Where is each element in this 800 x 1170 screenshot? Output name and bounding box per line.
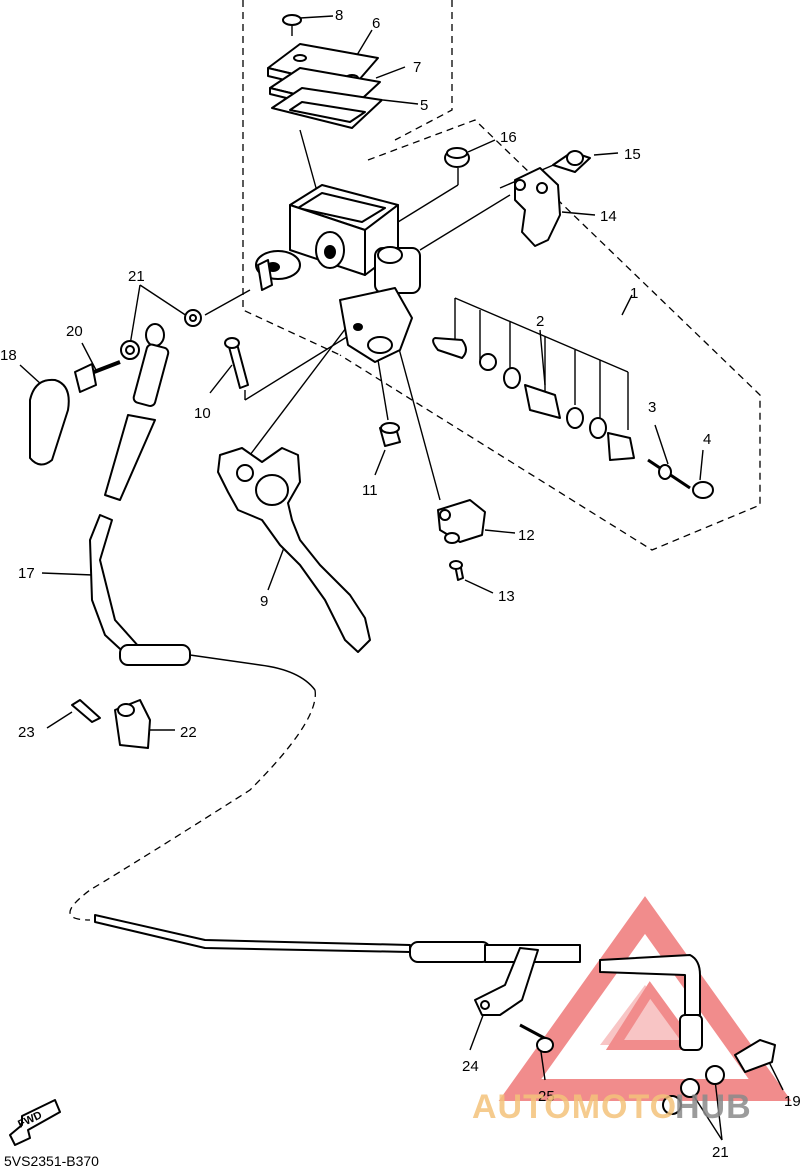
- bracket-22: [114, 699, 151, 749]
- figure-code: 5VS2351-B370: [4, 1153, 99, 1169]
- nut-11: [379, 422, 401, 447]
- reservoir-plug-16: [444, 147, 470, 168]
- part-label-1: 1: [630, 285, 638, 302]
- part-label-21-bottom: 21: [712, 1144, 729, 1161]
- part-labels: 1 2 3 4 5 6 7 8 9 10 11 12 13 14 15 16 1…: [0, 7, 800, 1161]
- washers-21-bottom: [662, 1065, 725, 1115]
- part-label-14: 14: [600, 208, 617, 225]
- part-label-15: 15: [624, 146, 641, 163]
- part-label-10: 10: [194, 405, 211, 422]
- part-label-13: 13: [498, 588, 515, 605]
- part-label-12: 12: [518, 527, 535, 544]
- watermark-logo: [498, 896, 792, 1101]
- assembly-outlines: [19, 0, 784, 1141]
- bolt-25: [519, 1023, 554, 1053]
- part-label-16: 16: [500, 129, 517, 146]
- push-rod-3: [647, 458, 691, 490]
- diaphragm-5: [271, 87, 383, 129]
- part-label-4: 4: [703, 431, 711, 448]
- switch-12: [437, 499, 486, 544]
- part-label-9: 9: [260, 593, 268, 610]
- holder-14: [514, 167, 561, 247]
- watermark-text-right: HUB: [675, 1088, 752, 1126]
- part-label-6: 6: [372, 15, 380, 32]
- part-label-11: 11: [362, 482, 378, 499]
- part-label-2: 2: [536, 313, 544, 330]
- screw-13: [449, 560, 464, 581]
- piston-kit-2: [432, 337, 635, 461]
- part-label-18: 18: [0, 347, 17, 364]
- cap-screw-8: [282, 14, 302, 36]
- hose-17: [89, 323, 191, 666]
- bolt-23: [71, 699, 101, 723]
- part-label-23: 23: [18, 724, 35, 741]
- part-label-21-top: 21: [128, 268, 145, 285]
- union-bolt-19: [734, 1039, 776, 1073]
- part-label-5: 5: [420, 97, 428, 114]
- pivot-bolt-10: [224, 337, 249, 389]
- part-label-22: 22: [180, 724, 197, 741]
- lever-9: [217, 447, 371, 653]
- fwd-arrow-icon: [9, 1099, 61, 1146]
- part-label-19: 19: [784, 1093, 800, 1110]
- clutch-cable: [69, 654, 703, 1051]
- part-label-3: 3: [648, 399, 656, 416]
- part-label-7: 7: [413, 59, 421, 76]
- bracket-24: [474, 947, 539, 1016]
- boot-4: [692, 481, 714, 499]
- part-label-20: 20: [66, 323, 83, 340]
- union-bolt-20: [74, 360, 121, 393]
- watermark-text-left: AUTOMOTO: [472, 1088, 677, 1126]
- part-label-8: 8: [335, 7, 343, 24]
- part-label-17: 17: [18, 565, 35, 582]
- cap-18: [29, 378, 70, 466]
- washer-21: [120, 309, 202, 360]
- bolt-15: [552, 150, 591, 173]
- part-label-24: 24: [462, 1058, 479, 1075]
- master-cylinder-body: [255, 184, 421, 363]
- part-label-25: 25: [538, 1088, 555, 1105]
